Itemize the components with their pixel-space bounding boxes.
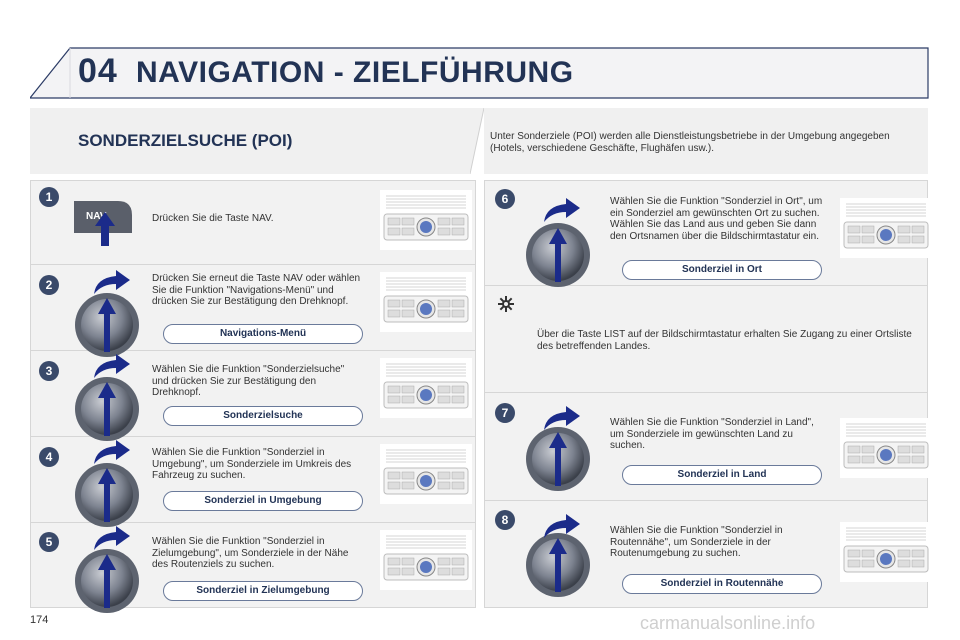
step-text: Wählen Sie die Funktion "Sonderziel in L… [610,417,814,451]
rotate-arrow-icon [94,270,130,294]
rotate-arrow-icon [94,440,130,464]
menu-label-pill: Sonderziel in Zielumgebung [163,581,363,601]
step-number-badge: 1 [39,187,59,207]
console-thumbnail [380,358,472,418]
step-number-badge: 2 [39,275,59,295]
step-text: Wählen Sie die Funktion "Sonderziel in R… [610,525,783,559]
rotary-knob-icon [526,533,590,597]
rotary-knob-icon [526,223,590,287]
rotate-arrow-icon [544,406,580,430]
watermark: carmanualsonline.info [640,613,816,633]
console-thumbnail [380,190,472,250]
divider [30,350,476,351]
page-title: NAVIGATION - ZIELFÜHRUNG [136,56,574,89]
console-thumbnail [840,198,932,258]
menu-label-pill: Sonderziel in Umgebung [163,491,363,511]
step-text: Wählen Sie die Funktion "Sonderziel in Z… [152,536,349,570]
rotary-knob-icon [75,293,139,357]
press-arrow-icon [95,212,115,246]
step-text: Wählen Sie die Funktion "Sonderzielsuche… [152,364,345,398]
menu-label-pill: Navigations-Menü [163,324,363,344]
console-thumbnail [380,272,472,332]
console-thumbnail [380,444,472,504]
chapter-number: 04 [78,52,118,90]
nav-key-label: NAV [86,211,107,222]
step-number-badge: 5 [39,532,59,552]
step-text: Drücken Sie die Taste NAV. [152,213,274,224]
rotary-knob-icon [75,549,139,613]
chapter-header-frame [30,47,929,99]
rotate-arrow-icon [544,198,580,222]
rotary-knob-icon [526,427,590,491]
rotate-arrow-icon [94,526,130,550]
section-intro-text: Unter Sonderziele (POI) werden alle Dien… [490,131,890,154]
menu-label-pill: Sonderziel in Ort [622,260,822,280]
tip-text: Über die Taste LIST auf der Bildschirmta… [537,329,912,352]
page-number: 174 [30,614,49,626]
divider [30,264,476,265]
rotate-arrow-icon [94,354,130,378]
divider [30,436,476,437]
gear-icon [498,296,514,312]
step-number-badge: 3 [39,361,59,381]
step-text: Wählen Sie die Funktion "Sonderziel in U… [152,447,352,481]
step-text: Drücken Sie erneut die Taste NAV oder wä… [152,273,361,307]
console-thumbnail [380,530,472,590]
menu-label-pill: Sonderzielsuche [163,406,363,426]
rotate-arrow-icon [544,514,580,538]
divider [484,392,928,393]
divider [484,500,928,501]
section-title: SONDERZIELSUCHE (POI) [78,131,293,150]
divider [30,522,476,523]
step-number-badge: 8 [495,510,515,530]
intro-divider [470,108,484,174]
step-text: Wählen Sie die Funktion "Sonderziel in O… [610,196,823,242]
console-thumbnail [840,418,932,478]
step-number-badge: 7 [495,403,515,423]
rotary-knob-icon [75,463,139,527]
step-number-badge: 4 [39,447,59,467]
step-number-badge: 6 [495,189,515,209]
divider [484,285,928,286]
menu-label-pill: Sonderziel in Land [622,465,822,485]
menu-label-pill: Sonderziel in Routennähe [622,574,822,594]
console-thumbnail [840,522,932,582]
rotary-knob-icon [75,377,139,441]
